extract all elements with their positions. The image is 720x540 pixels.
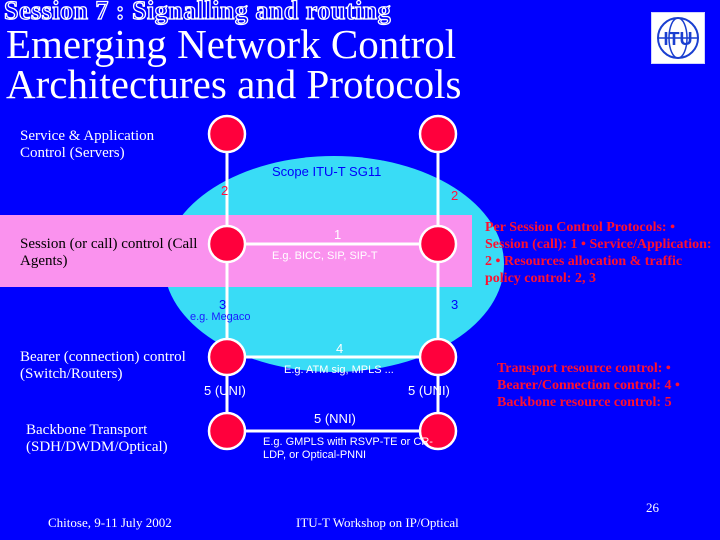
layer-label-service: Service & Application Control (Servers)	[20, 128, 155, 161]
interface-5-nni: 5 (NNI)	[314, 411, 356, 426]
interface-5-uni-right: 5 (UNI)	[408, 383, 450, 398]
itu-logo-text: ITU	[664, 29, 693, 49]
session-node-right	[418, 224, 458, 264]
bearer-node-left	[207, 337, 247, 377]
layer-label-transport: Backbone Transport (SDH/DWDM/Optical)	[26, 422, 168, 455]
itu-logo: ITU	[651, 12, 705, 64]
session-node-left	[207, 224, 247, 264]
footer-location-date: Chitose, 9-11 July 2002	[48, 515, 172, 530]
interface-5-nni-example: E.g. GMPLS with RSVP-TE or CR-LDP, or Op…	[263, 436, 433, 461]
page-number: 26	[646, 500, 659, 515]
transport-resource-control-note: Transport resource control: • Bearer/Con…	[497, 361, 680, 410]
interface-4: 4	[336, 341, 344, 356]
interface-5-uni-left: 5 (UNI)	[204, 383, 246, 398]
bearer-node-right	[418, 337, 458, 377]
interface-1-example: E.g. BICC, SIP, SIP-T	[272, 250, 378, 262]
session-title: Session 7 : Signalling and routing	[3, 0, 392, 26]
service-node-left	[207, 114, 247, 154]
interface-3-left: 3	[219, 297, 227, 312]
layer-label-session: Session (or call) control (Call Agents)	[20, 236, 198, 269]
scope-label: Scope ITU-T SG11	[272, 164, 382, 179]
interface-4-example: E.g. ATM sig, MPLS ...	[284, 364, 394, 376]
footer-workshop: ITU-T Workshop on IP/Optical	[296, 515, 459, 530]
per-session-protocols-note: Per Session Control Protocols: • Session…	[485, 220, 712, 286]
interface-2-right: 2	[451, 188, 459, 203]
interface-3-example: e.g. Megaco	[190, 311, 251, 323]
layer-label-bearer: Bearer (connection) control (Switch/Rout…	[20, 349, 186, 382]
transport-node-right	[418, 411, 458, 451]
transport-node-left	[207, 411, 247, 451]
interface-3-right: 3	[451, 297, 459, 312]
interface-2-left: 2	[221, 183, 229, 198]
page-title: Emerging Network Control Architectures a…	[6, 21, 462, 107]
service-node-right	[418, 114, 458, 154]
interface-1: 1	[334, 227, 342, 242]
